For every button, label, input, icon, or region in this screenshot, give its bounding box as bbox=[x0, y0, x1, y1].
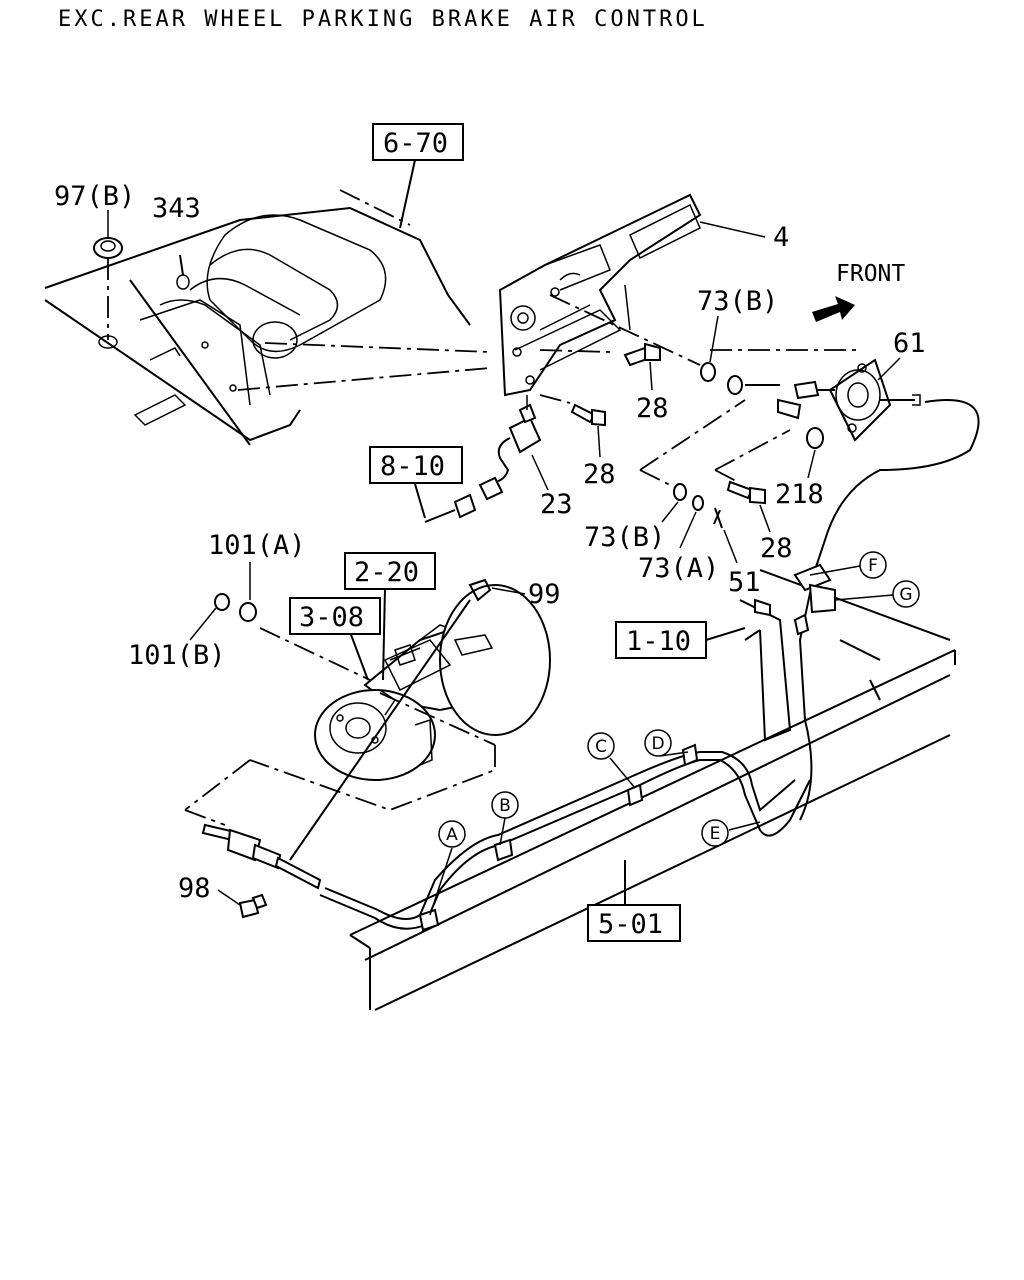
arrow-icon bbox=[812, 296, 855, 322]
part-label-28-upper[interactable]: 28 bbox=[636, 393, 669, 424]
part-label-101b[interactable]: 101(B) bbox=[128, 640, 226, 671]
parking-brake-lever-assembly bbox=[498, 193, 702, 397]
nut-part bbox=[214, 593, 230, 611]
part-label-51[interactable]: 51 bbox=[728, 567, 761, 598]
ref-box-label: 3-08 bbox=[299, 602, 364, 633]
ref-box-2-20[interactable]: 2-20 bbox=[344, 552, 436, 590]
washer-part bbox=[692, 495, 704, 511]
ref-box-label: 5-01 bbox=[598, 909, 663, 940]
callout-letter: B bbox=[499, 796, 511, 816]
ref-box-label: 8-10 bbox=[380, 451, 445, 482]
part-label-218[interactable]: 218 bbox=[775, 479, 824, 510]
ref-box-8-10[interactable]: 8-10 bbox=[369, 446, 463, 484]
part-label-97b[interactable]: 97(B) bbox=[54, 181, 135, 212]
cable-end-part bbox=[201, 823, 322, 890]
clip-part bbox=[418, 908, 440, 932]
callout-c[interactable]: C bbox=[587, 732, 615, 760]
front-label: FRONT bbox=[836, 261, 905, 287]
bolt-part bbox=[726, 480, 766, 505]
bolt-part bbox=[623, 342, 661, 367]
callout-letter: D bbox=[651, 734, 664, 754]
ref-box-3-08[interactable]: 3-08 bbox=[289, 597, 381, 635]
washer-part bbox=[700, 362, 716, 382]
grommet-part bbox=[93, 237, 123, 259]
callout-letter: E bbox=[710, 824, 721, 844]
part-label-61[interactable]: 61 bbox=[893, 328, 926, 359]
part-label-73b-top[interactable]: 73(B) bbox=[697, 286, 778, 317]
nut-part bbox=[806, 427, 824, 449]
clip-part bbox=[681, 743, 699, 767]
ref-box-5-01[interactable]: 5-01 bbox=[587, 904, 681, 942]
ref-box-label: 6-70 bbox=[383, 128, 448, 159]
callout-d[interactable]: D bbox=[644, 729, 672, 757]
callout-letter: G bbox=[899, 585, 912, 605]
ref-box-label: 2-20 bbox=[354, 557, 419, 588]
cotter-pin-part bbox=[713, 507, 723, 529]
callout-letter: C bbox=[595, 737, 607, 757]
washer-part bbox=[673, 483, 687, 501]
part-label-343[interactable]: 343 bbox=[152, 193, 201, 224]
part-label-73b-middle[interactable]: 73(B) bbox=[584, 522, 665, 553]
part-label-101a[interactable]: 101(A) bbox=[208, 530, 306, 561]
part-label-98[interactable]: 98 bbox=[178, 873, 211, 904]
clip-part bbox=[626, 783, 644, 807]
part-label-23[interactable]: 23 bbox=[540, 489, 573, 520]
part-label-99[interactable]: 99 bbox=[528, 579, 561, 610]
ref-box-label: 1-10 bbox=[626, 626, 691, 657]
switch-assembly bbox=[424, 395, 542, 523]
callout-a[interactable]: A bbox=[438, 820, 466, 848]
part-label-28-lower[interactable]: 28 bbox=[760, 533, 793, 564]
part-label-28-middle[interactable]: 28 bbox=[583, 459, 616, 490]
transmission-drawing bbox=[314, 578, 551, 781]
diagram-title: EXC.REAR WHEEL PARKING BRAKE AIR CONTROL bbox=[58, 7, 708, 32]
callout-letter: A bbox=[446, 825, 458, 845]
callout-letter: F bbox=[868, 556, 878, 576]
part-label-73a[interactable]: 73(A) bbox=[638, 553, 719, 584]
ref-box-6-70[interactable]: 6-70 bbox=[372, 123, 464, 161]
bolt-part bbox=[570, 403, 606, 427]
cable-grommet-assembly bbox=[727, 358, 980, 571]
front-direction-indicator: FRONT bbox=[812, 261, 905, 322]
clip-part bbox=[493, 838, 514, 862]
floor-panel-drawing bbox=[44, 206, 471, 446]
callout-f[interactable]: F bbox=[859, 551, 887, 579]
callout-g[interactable]: G bbox=[892, 580, 920, 608]
part-label-4[interactable]: 4 bbox=[773, 222, 789, 253]
nut-part bbox=[239, 602, 257, 622]
callout-e[interactable]: E bbox=[701, 819, 729, 847]
bolt-part bbox=[238, 893, 268, 919]
ref-box-1-10[interactable]: 1-10 bbox=[615, 621, 707, 659]
callout-b[interactable]: B bbox=[491, 791, 519, 819]
